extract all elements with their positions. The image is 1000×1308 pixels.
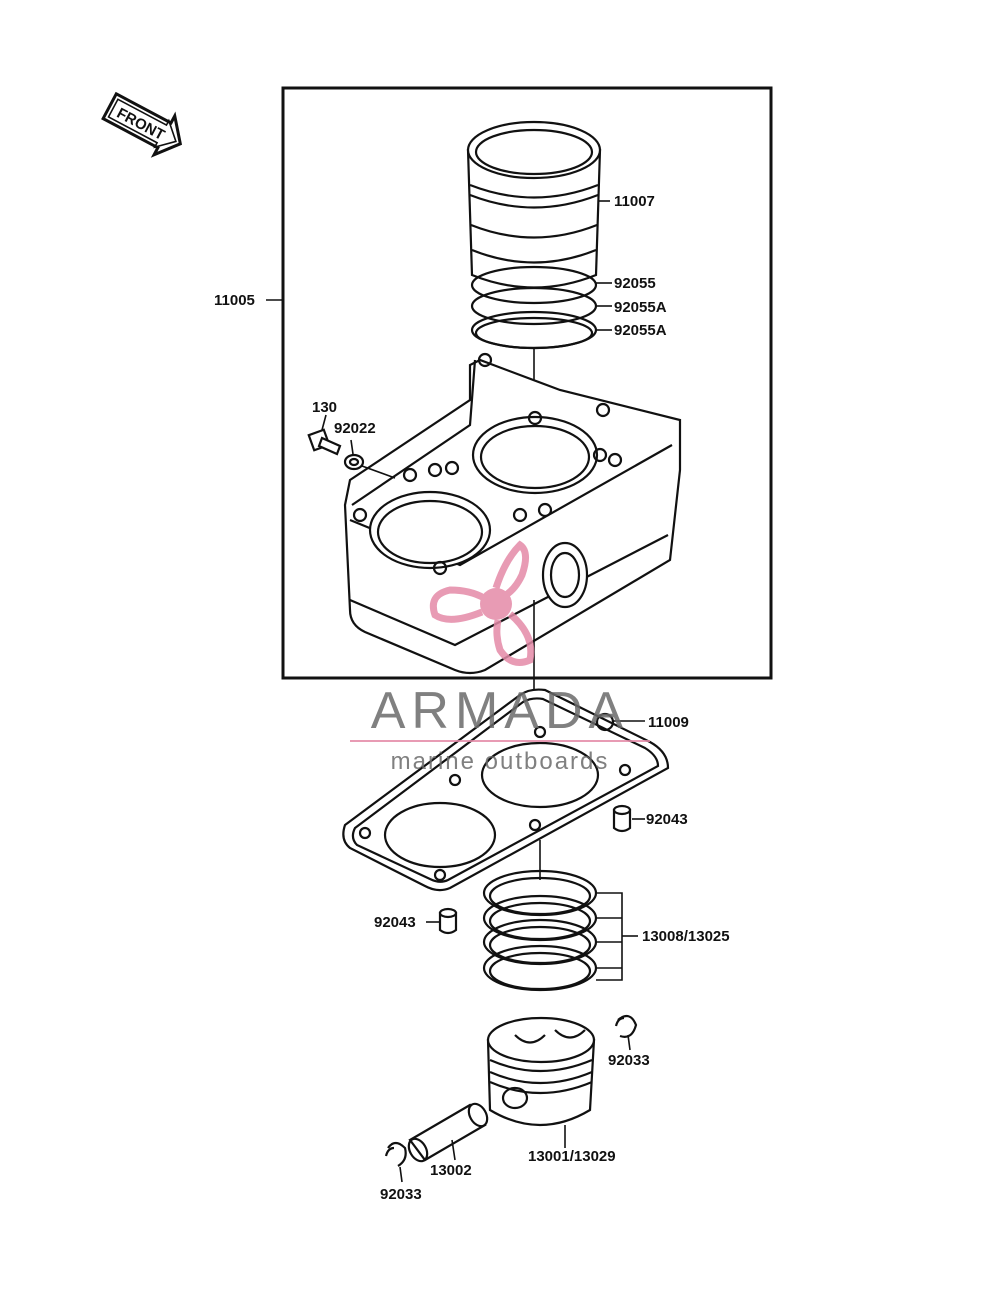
cylinder-block xyxy=(343,352,682,675)
cylinder-assy-frame xyxy=(281,86,773,680)
label-oring-2: 92055A xyxy=(614,299,667,316)
watermark-logo xyxy=(429,540,535,666)
label-clip-left: 92033 xyxy=(380,1186,422,1203)
label-dowel-left: 92043 xyxy=(374,914,416,931)
circlip-left xyxy=(384,1141,407,1167)
piston-rings xyxy=(482,869,598,992)
label-clip-right: 92033 xyxy=(608,1052,650,1069)
label-dowel-right: 92043 xyxy=(646,811,688,828)
watermark-tagline: marine outboards xyxy=(391,748,610,775)
label-sleeve: 11007 xyxy=(614,193,655,210)
circlip-right xyxy=(614,1014,638,1038)
front-arrow: FRONT xyxy=(101,91,183,158)
watermark: ARMADA marine outboards xyxy=(350,540,650,775)
dowel-pin-right xyxy=(612,804,632,833)
label-bolt: 130 xyxy=(312,399,337,416)
label-gasket: 11009 xyxy=(648,714,689,731)
washer xyxy=(343,453,365,471)
watermark-brand: ARMADA xyxy=(371,682,629,740)
cylinder-sleeve xyxy=(466,120,602,289)
dowel-pin-left xyxy=(438,907,458,935)
label-pin: 13002 xyxy=(430,1162,472,1179)
label-piston: 13001/13029 xyxy=(528,1148,616,1165)
label-oring-3: 92055A xyxy=(614,322,667,339)
label-washer: 92022 xyxy=(334,420,376,437)
piston-pin xyxy=(407,1102,489,1163)
bolt xyxy=(307,428,342,456)
label-oring-1: 92055 xyxy=(614,275,656,292)
piston xyxy=(486,1016,596,1126)
base-gasket xyxy=(342,688,670,892)
label-cylinder-assy: 11005 xyxy=(214,292,255,309)
label-rings: 13008/13025 xyxy=(642,928,730,945)
